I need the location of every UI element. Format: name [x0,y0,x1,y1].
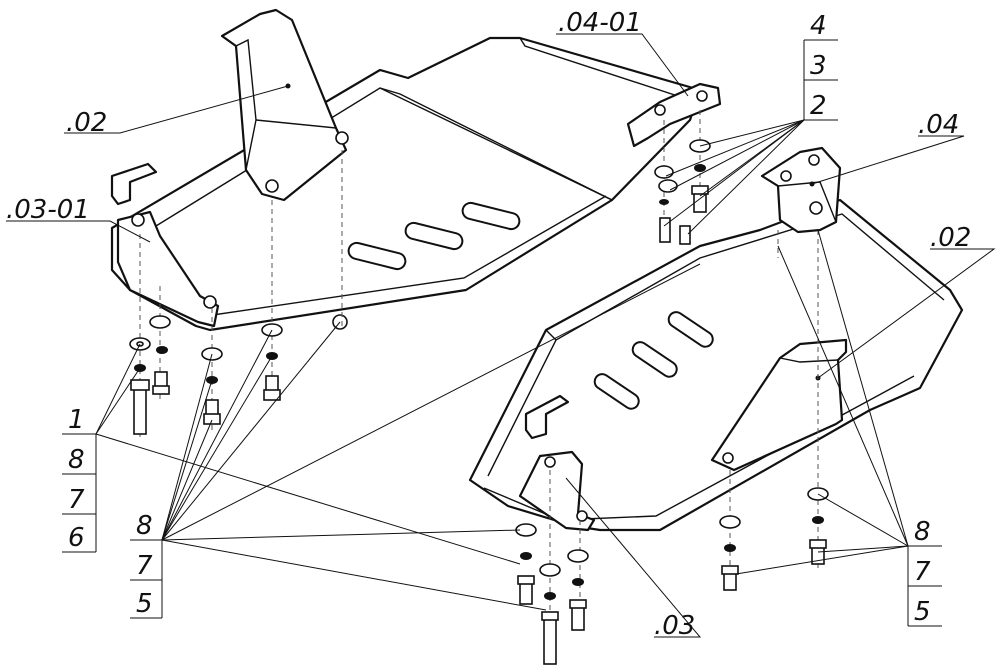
leader-lines [6,33,996,638]
item-stack-left: 1 8 7 6 [62,405,97,553]
label-part-04: .04 [918,110,959,140]
item-number: 7 [68,485,85,515]
item-number: 3 [810,51,827,81]
left-skid-plate [110,8,702,332]
label-part-02-right: .02 [930,223,971,253]
label-part-04-01: .04-01 [558,8,642,38]
part-labels: .02 .03-01 .04-01 .04 .02 .03 [6,8,971,641]
item-number: 5 [914,597,931,627]
item-stack-right: 8 7 5 [907,517,942,627]
item-number: 7 [136,551,153,581]
label-part-02-left: .02 [66,108,107,138]
item-number: 6 [68,523,85,553]
item-number: 8 [68,445,85,475]
fasteners [129,139,829,665]
right-skid-plate [468,82,964,532]
item-stack-center: 8 7 5 [130,511,163,619]
item-number: 2 [810,91,827,121]
label-part-03: .03 [654,611,695,641]
item-number: 1 [68,405,85,435]
item-number: 4 [810,11,827,41]
item-number: 8 [136,511,153,541]
item-number: 8 [914,517,931,547]
item-number: 7 [914,557,931,587]
label-part-03-01: .03-01 [6,195,90,225]
item-number: 5 [136,589,153,619]
item-stack-top-right: 4 3 2 [803,11,838,121]
